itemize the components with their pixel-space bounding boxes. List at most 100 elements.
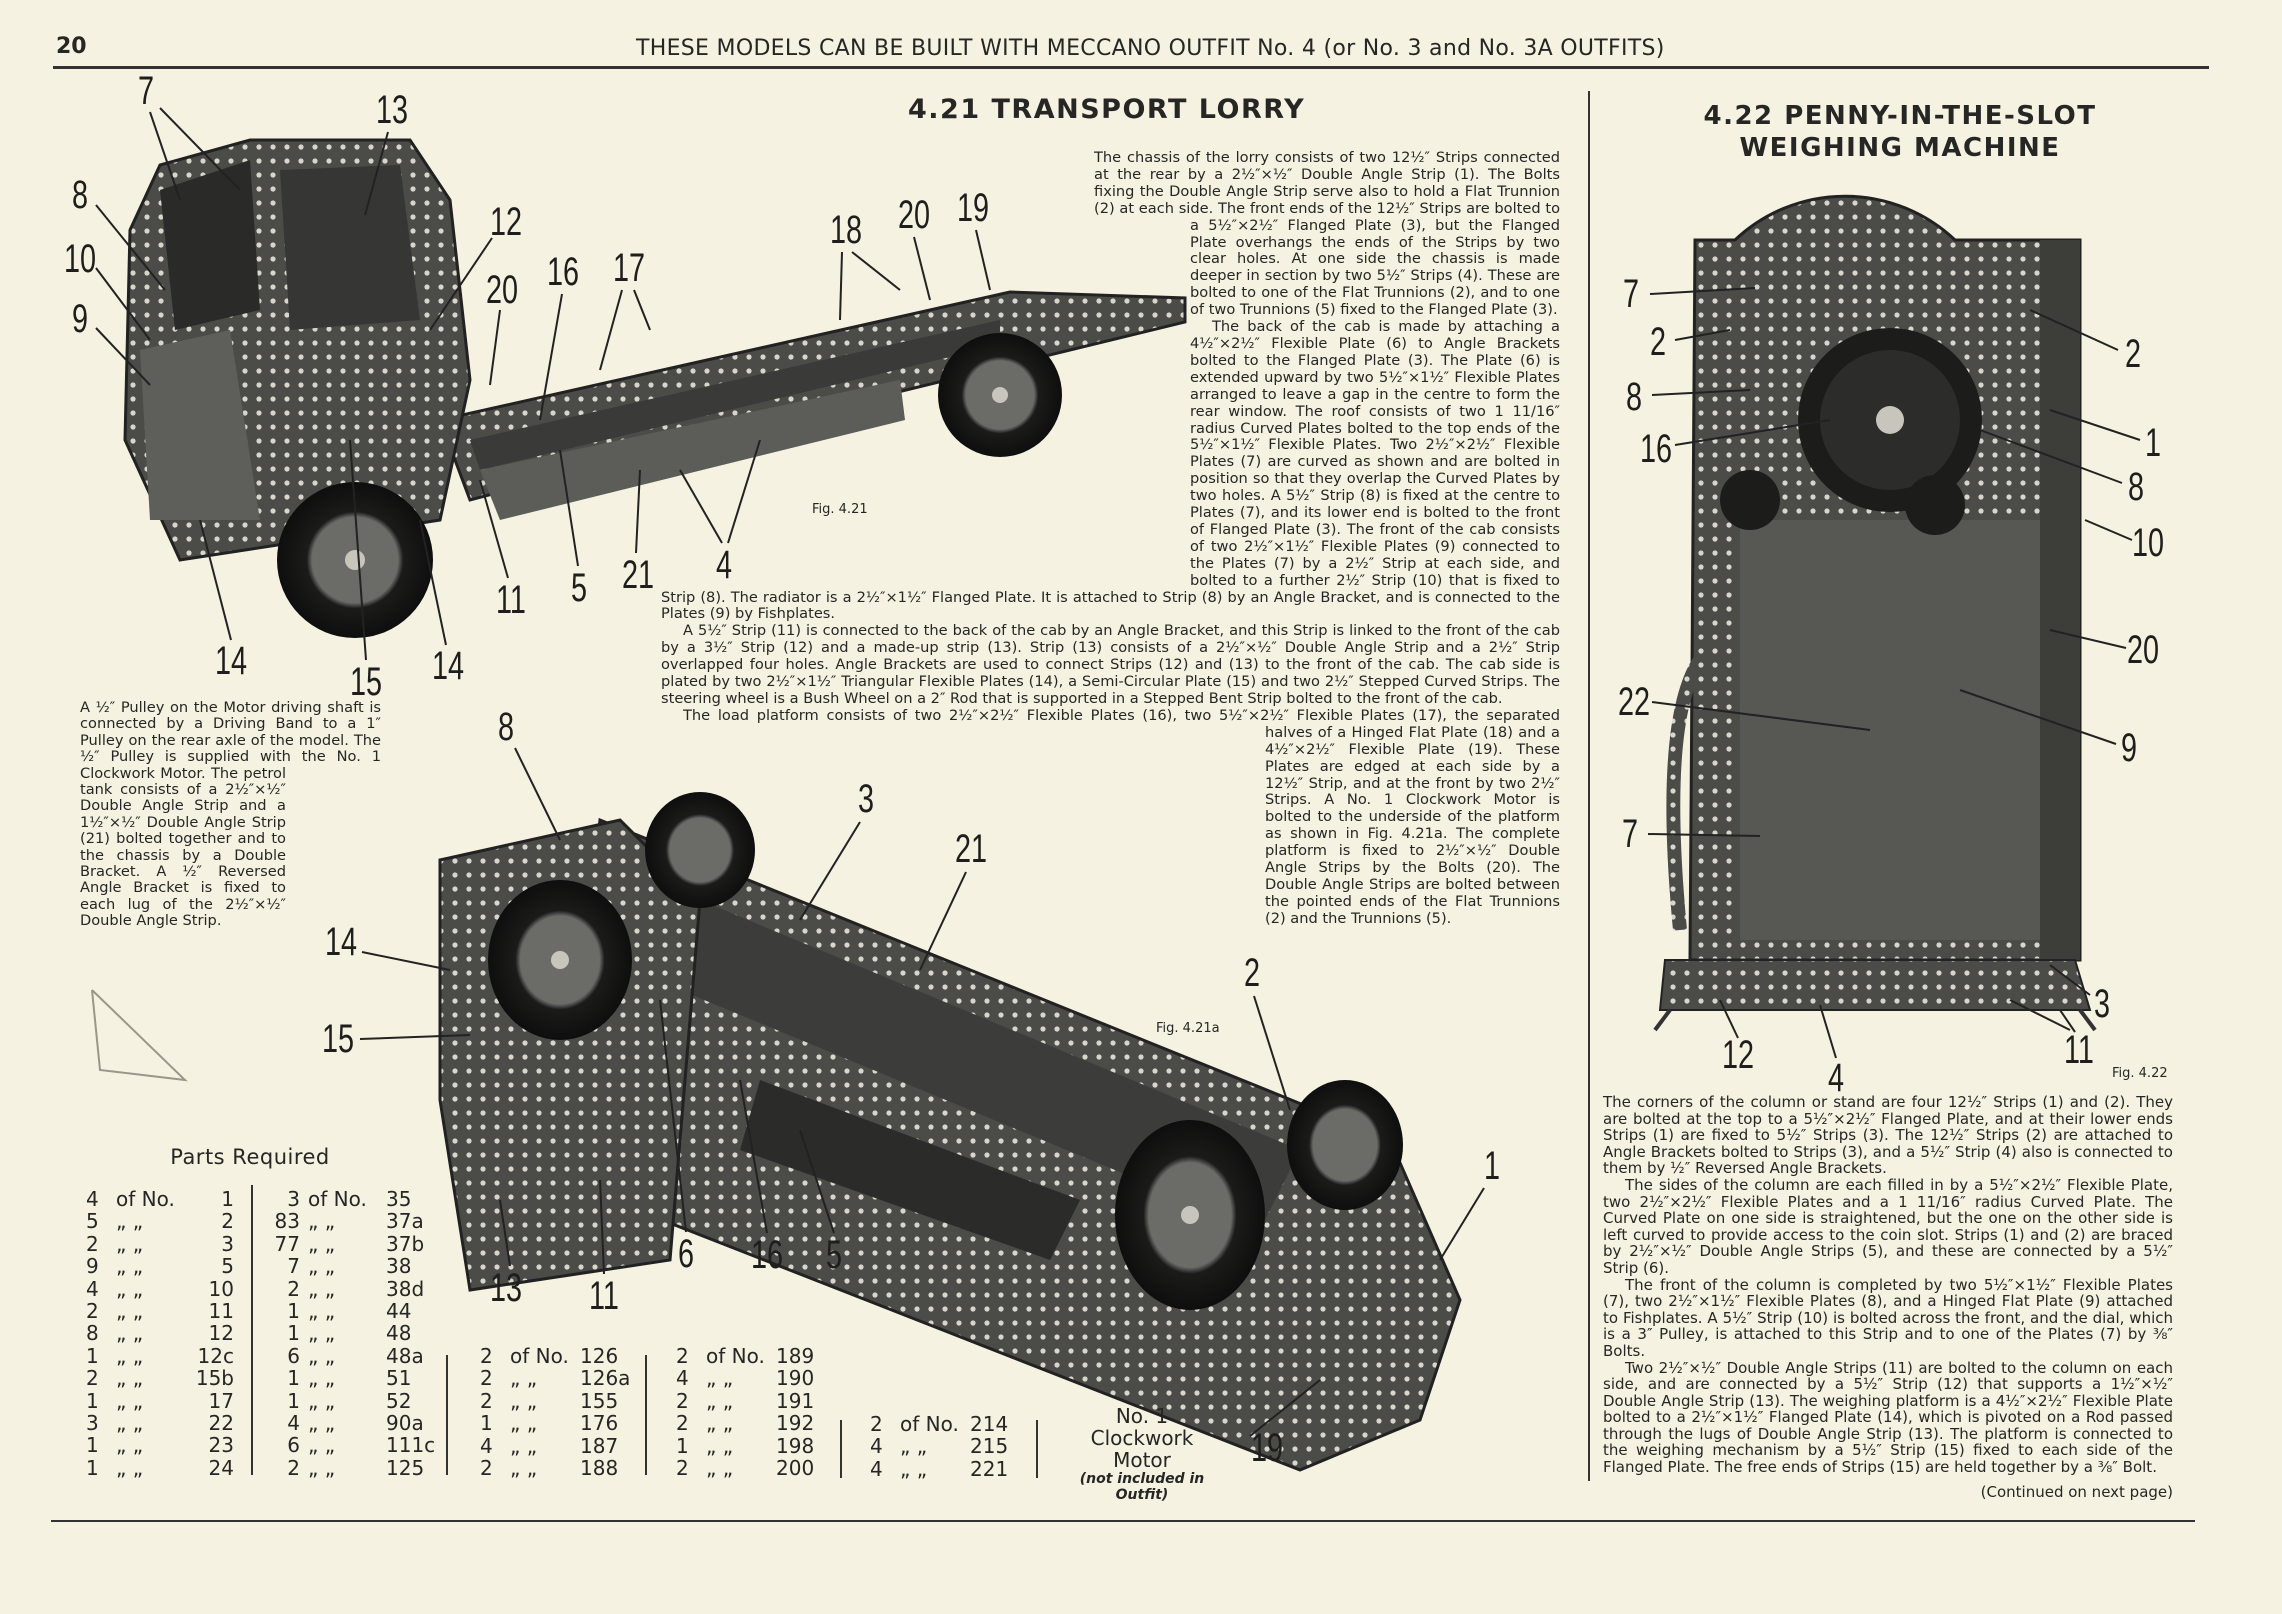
parts-quantity: 1 [480, 1411, 493, 1436]
parts-number: 10 [208, 1276, 234, 1301]
parts-of-no: „ „ [308, 1366, 336, 1391]
parts-row: 9„ „5 [86, 1255, 234, 1278]
parts-row: 1„ „198 [676, 1433, 826, 1458]
callout: 3 [2093, 982, 2111, 1026]
parts-number: 190 [776, 1366, 815, 1391]
callout: 11 [2064, 1028, 2094, 1072]
weighing-paragraph: Two 2½″×½″ Double Angle Strips (11) are … [1603, 1358, 2173, 1477]
callout: 20 [485, 268, 519, 312]
footer-rule [51, 1520, 2195, 1522]
callout: 19 [956, 186, 990, 230]
callout: 16 [750, 1233, 784, 1277]
callout: 20 [897, 193, 931, 237]
callout: 5 [570, 566, 588, 610]
running-head: THESE MODELS CAN BE BUILT WITH MECCANO O… [636, 36, 1665, 61]
parts-of-no: „ „ [308, 1276, 336, 1301]
lorry-description: The chassis of the lorry consists of two… [660, 149, 1560, 936]
lorry-title: 4.21 TRANSPORT LORRY [908, 94, 1306, 125]
parts-quantity: 2 [480, 1366, 493, 1391]
parts-number: 15b [195, 1366, 234, 1391]
callout: 4 [1827, 1056, 1845, 1100]
parts-quantity: 4 [86, 1276, 99, 1301]
parts-of-no: „ „ [308, 1231, 336, 1256]
parts-number: 37b [386, 1231, 425, 1256]
parts-row: 6„ „48a [266, 1343, 436, 1368]
parts-number: 221 [970, 1456, 1009, 1481]
parts-row: 4„ „190 [676, 1366, 826, 1391]
callout: 2 [1243, 951, 1261, 995]
callout: 15 [321, 1017, 355, 1061]
callout: 9 [2120, 726, 2138, 770]
parts-number: 191 [776, 1388, 815, 1413]
parts-of-no: of No. [706, 1344, 765, 1368]
parts-required-heading: Parts Required [170, 1145, 330, 1169]
parts-quantity: 5 [86, 1209, 99, 1234]
callout: 1 [2144, 421, 2162, 465]
parts-quantity: 1 [676, 1433, 689, 1458]
parts-of-no: of No. [308, 1187, 367, 1211]
chassis-underside-photo [438, 792, 1462, 1472]
callout: 12 [489, 200, 523, 244]
parts-quantity: 6 [287, 1343, 300, 1368]
callout: 14 [431, 644, 465, 688]
parts-of-no: „ „ [308, 1209, 336, 1234]
parts-of-no: „ „ [116, 1388, 144, 1413]
parts-row: 6„ „111c [266, 1433, 436, 1458]
parts-row: 83„ „37a [266, 1209, 436, 1234]
lorry-paragraph: A 5½″ Strip (11) is connected to the bac… [661, 622, 1560, 707]
parts-quantity: 8 [86, 1321, 99, 1346]
parts-number: 214 [970, 1412, 1009, 1436]
parts-number: 52 [386, 1388, 412, 1413]
callout: 8 [2127, 465, 2145, 509]
parts-number: 3 [221, 1231, 234, 1256]
callout: 21 [621, 553, 655, 597]
parts-number: 125 [386, 1455, 425, 1480]
callout: 13 [489, 1266, 523, 1310]
parts-of-no: „ „ [116, 1321, 144, 1346]
parts-quantity: 83 [274, 1209, 300, 1234]
parts-quantity: 77 [274, 1231, 300, 1256]
callout: 2 [2124, 332, 2142, 376]
parts-number: 38 [386, 1254, 412, 1279]
parts-of-no: „ „ [308, 1321, 336, 1346]
parts-number: 1 [221, 1187, 234, 1211]
parts-of-no: „ „ [510, 1433, 538, 1458]
parts-of-no: of No. [510, 1344, 569, 1368]
parts-number: 111c [386, 1433, 436, 1458]
parts-of-no: „ „ [706, 1388, 734, 1413]
parts-number: 12c [197, 1343, 234, 1368]
callout: 19 [1250, 1426, 1284, 1470]
parts-of-no: „ „ [706, 1366, 734, 1391]
parts-number: 198 [776, 1433, 815, 1458]
parts-row: 1„ „23 [86, 1434, 234, 1457]
parts-of-no: „ „ [116, 1209, 144, 1234]
callout: 1 [1483, 1144, 1501, 1188]
parts-of-no: „ „ [900, 1434, 928, 1459]
weighing-title-line2: WEIGHING MACHINE [1739, 133, 2061, 163]
column-divider [1588, 91, 1590, 1481]
weighing-description: The corners of the column or stand are f… [1603, 1094, 2173, 1500]
parts-number: 48 [386, 1321, 412, 1346]
weighing-paragraph: The sides of the column are each filled … [1603, 1175, 2173, 1277]
continued-note[interactable]: (Continued on next page) [1980, 1482, 2173, 1501]
parts-quantity: 3 [287, 1187, 300, 1211]
parts-number: 187 [580, 1433, 619, 1458]
parts-of-no: „ „ [510, 1388, 538, 1413]
pulley-caption-text: A ½″ Pulley on the Motor driving shaft i… [80, 699, 381, 930]
parts-of-no: „ „ [510, 1456, 538, 1481]
weighing-title: 4.22 PENNY-IN-THE-SLOT WEIGHING MACHINE [1620, 100, 2180, 164]
parts-of-no: „ „ [116, 1411, 144, 1436]
parts-of-no: „ „ [308, 1411, 336, 1436]
callout: 10 [63, 237, 97, 281]
parts-quantity: 2 [676, 1411, 689, 1436]
pulley-caption: A ½″ Pulley on the Motor driving shaft i… [80, 699, 382, 982]
parts-of-no: „ „ [116, 1299, 144, 1324]
callout: 4 [715, 543, 733, 587]
parts-divider [645, 1355, 647, 1475]
callout: 22 [1617, 680, 1651, 724]
parts-number: 24 [208, 1455, 234, 1480]
